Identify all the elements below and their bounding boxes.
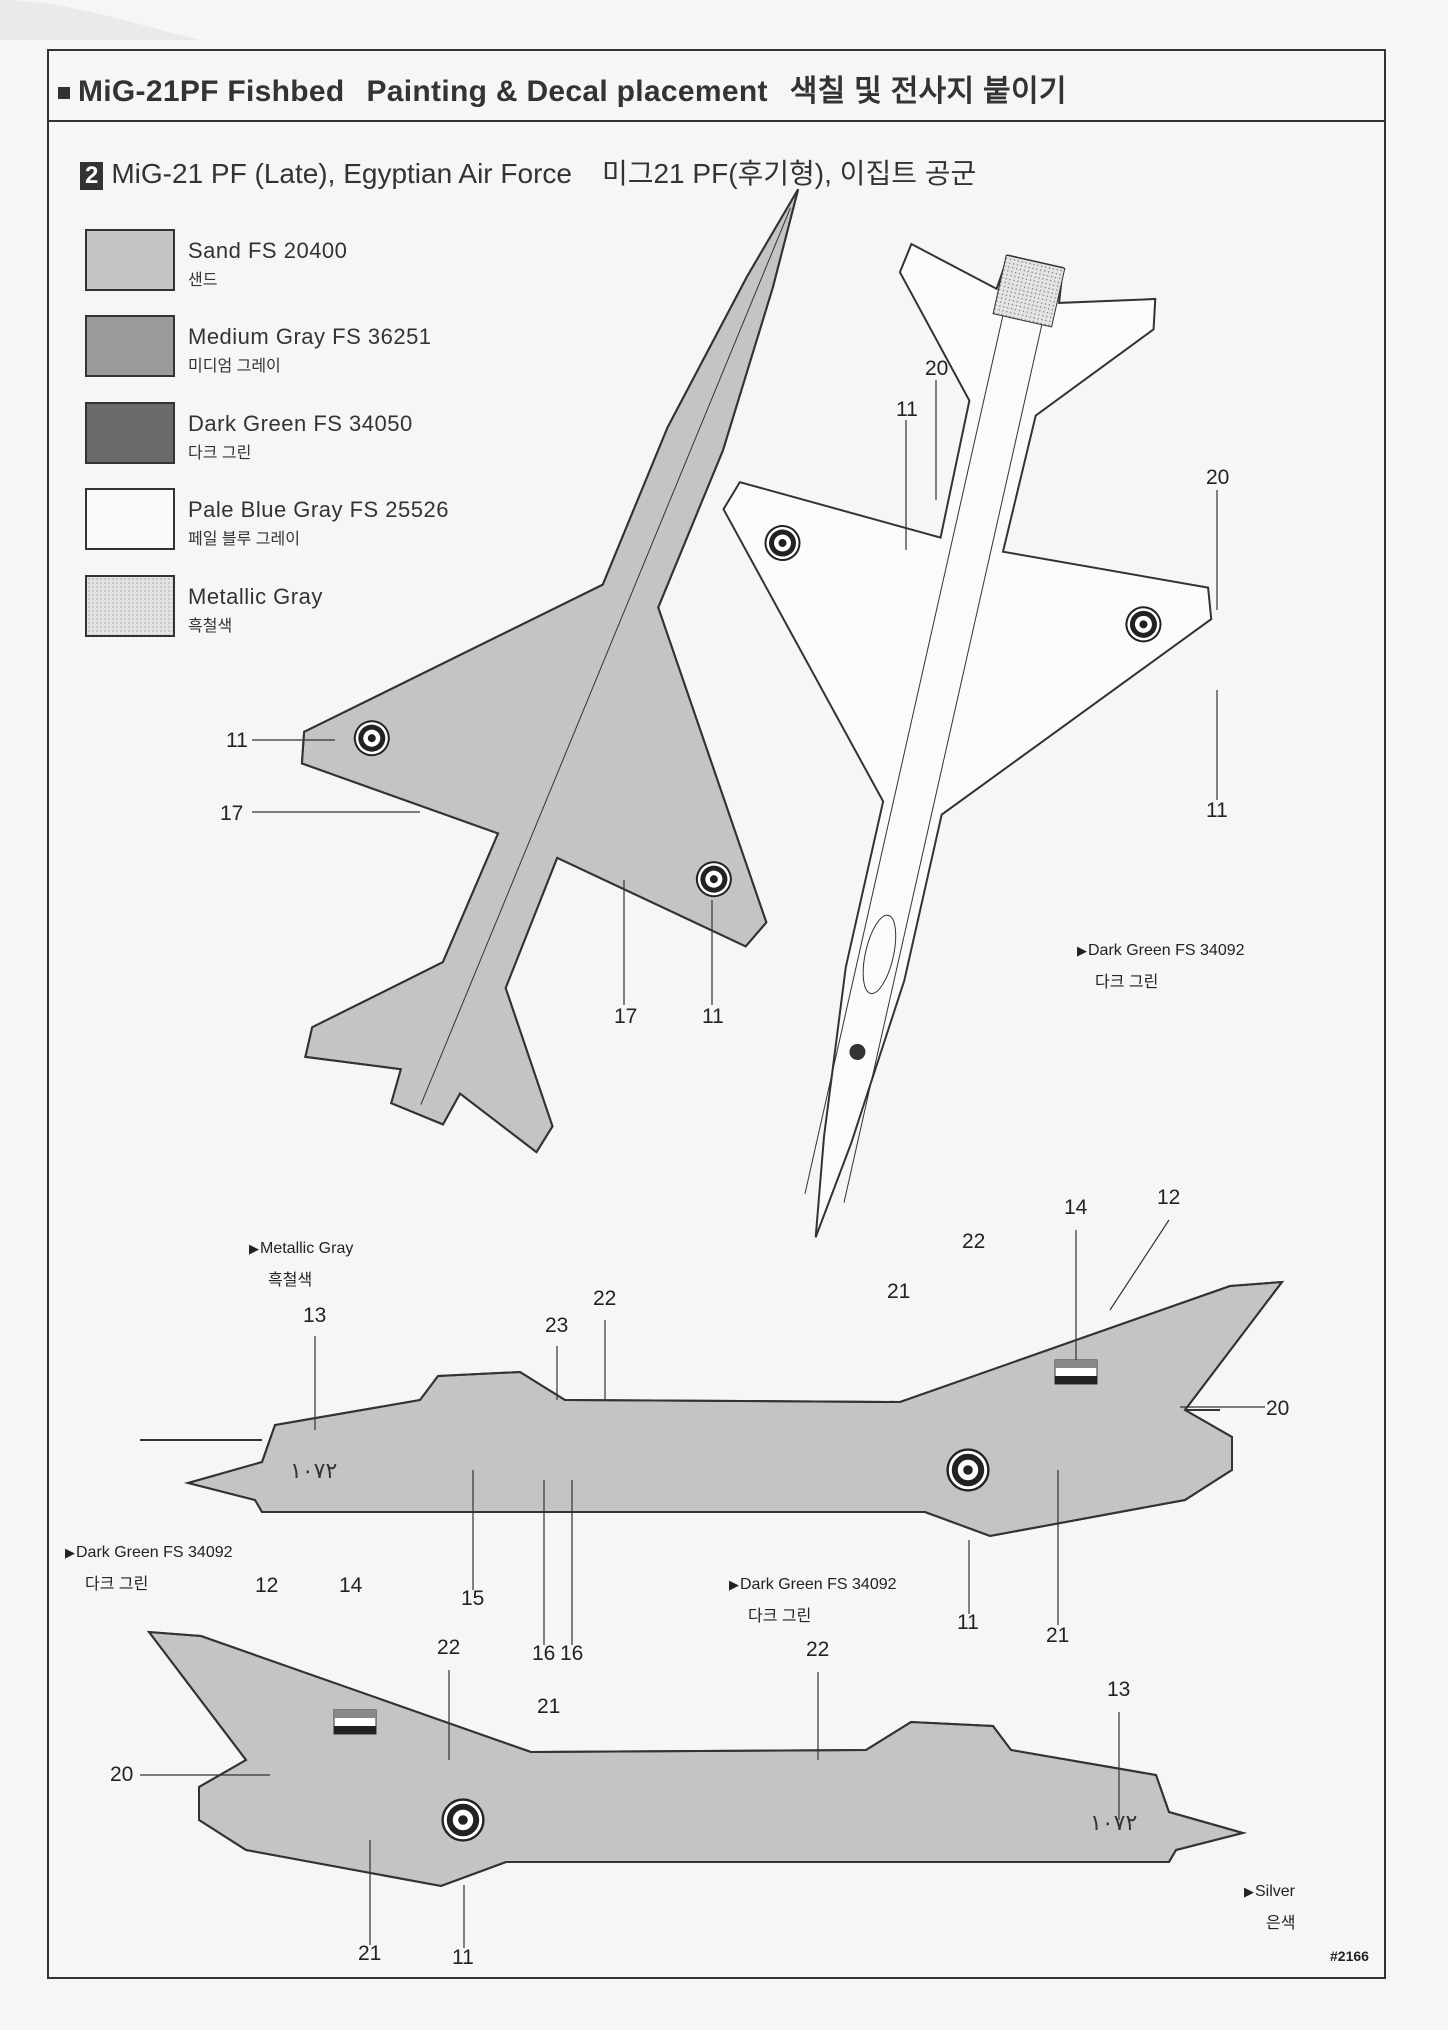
note-text: Dark Green FS 34092 [740,1576,897,1593]
callout-20: 20 [1206,466,1230,489]
callout-21: 21 [1046,1624,1070,1647]
callout-14: 14 [339,1574,363,1597]
legend-label-ko: 샌드 [188,272,218,289]
swatch-pale-blue-gray [85,488,175,550]
callout-12: 12 [1157,1186,1181,1209]
title-ko: 색칠 및 전사지 붙이기 [789,75,1067,108]
callout-11: 11 [226,729,248,752]
callout-16: 16 [560,1642,584,1665]
note-text-ko: 은색 [1266,1915,1296,1932]
swatch-sand [85,229,175,291]
note-dark-green: ▶Dark Green FS 34092 [1077,942,1245,959]
note-dark-green-nose: ▶Dark Green FS 34092 [65,1544,233,1561]
callout-20: 20 [110,1763,134,1786]
callout-13: 13 [303,1304,327,1327]
note-silver: ▶Silver [1244,1883,1296,1900]
legend-label: Metallic Gray [188,584,323,609]
scheme-name-ko: 미그21 PF(후기형), 이집트 공군 [601,158,977,189]
callout-15: 15 [461,1587,485,1610]
callout-leader-lines [140,380,1265,1948]
callout-11: 11 [1206,799,1228,822]
callout-14: 14 [1064,1196,1088,1219]
callout-11: 11 [702,1005,724,1028]
legend-label-ko: 미디엄 그레이 [188,358,281,375]
legend-label: Pale Blue Gray FS 25526 [188,497,449,522]
serial-number-decal: ١٠٧٢ [290,1458,337,1483]
legend-label: Medium Gray FS 36251 [188,324,432,349]
callout-13: 13 [1107,1678,1131,1701]
legend-label-ko: 페일 블루 그레이 [188,531,300,548]
bullet-square-icon [58,87,70,100]
legend-label: Sand FS 20400 [188,238,348,263]
note-text: Dark Green FS 34092 [76,1544,233,1561]
swatch-dark-green [85,402,175,464]
header-divider [47,120,1386,122]
note-text-ko: 다크 그린 [85,1576,149,1593]
callout-11: 11 [896,398,918,421]
callout-11: 11 [452,1946,474,1969]
note-dark-green-ventral: ▶Dark Green FS 34092 [729,1576,897,1593]
note-metallic-gray: ▶Metallic Gray [249,1240,354,1257]
note-text-ko: 다크 그린 [1095,974,1159,991]
callout-17: 17 [614,1005,638,1028]
callout-21: 21 [887,1280,911,1303]
callout-22: 22 [437,1636,461,1659]
legend-label: Dark Green FS 34050 [188,411,413,436]
note-text: Dark Green FS 34092 [1088,942,1245,959]
callout-21: 21 [358,1942,382,1965]
legend-label-ko: 흑철색 [188,618,233,635]
side-view-right-aircraft [148,1631,1244,1887]
callout-20: 20 [1266,1397,1290,1420]
callout-16: 16 [532,1642,556,1665]
serial-number-decal: ١٠٧٢ [1090,1810,1137,1835]
swatch-metallic-gray [85,575,175,637]
scheme-number-badge: 2 [80,162,104,190]
callout-11: 11 [957,1611,979,1634]
callout-22: 22 [962,1230,986,1253]
page-title: MiG-21PF Fishbed Painting & Decal placeme… [58,66,1089,110]
note-text: Metallic Gray [260,1240,354,1257]
note-text: Silver [1255,1883,1296,1900]
callout-23: 23 [545,1314,569,1337]
callout-21: 21 [537,1695,561,1718]
swatch-medium-gray [85,315,175,377]
legend-label-ko: 다크 그린 [188,445,252,462]
callout-22: 22 [593,1287,617,1310]
note-text-ko: 다크 그린 [748,1608,812,1625]
title-model: MiG-21PF Fishbed [78,75,345,108]
callout-17: 17 [220,802,244,825]
callout-20: 20 [925,357,949,380]
callout-22: 22 [806,1638,830,1661]
note-text-ko: 흑철색 [268,1272,313,1289]
title-en: Painting & Decal placement [366,75,768,108]
scheme-name-en: MiG-21 PF (Late), Egyptian Air Force [111,158,572,189]
page-frame [47,49,1386,1979]
callout-12: 12 [255,1574,279,1597]
sheet-code: #2166 [1330,1948,1369,1964]
bottom-view-aircraft [570,205,1281,1294]
